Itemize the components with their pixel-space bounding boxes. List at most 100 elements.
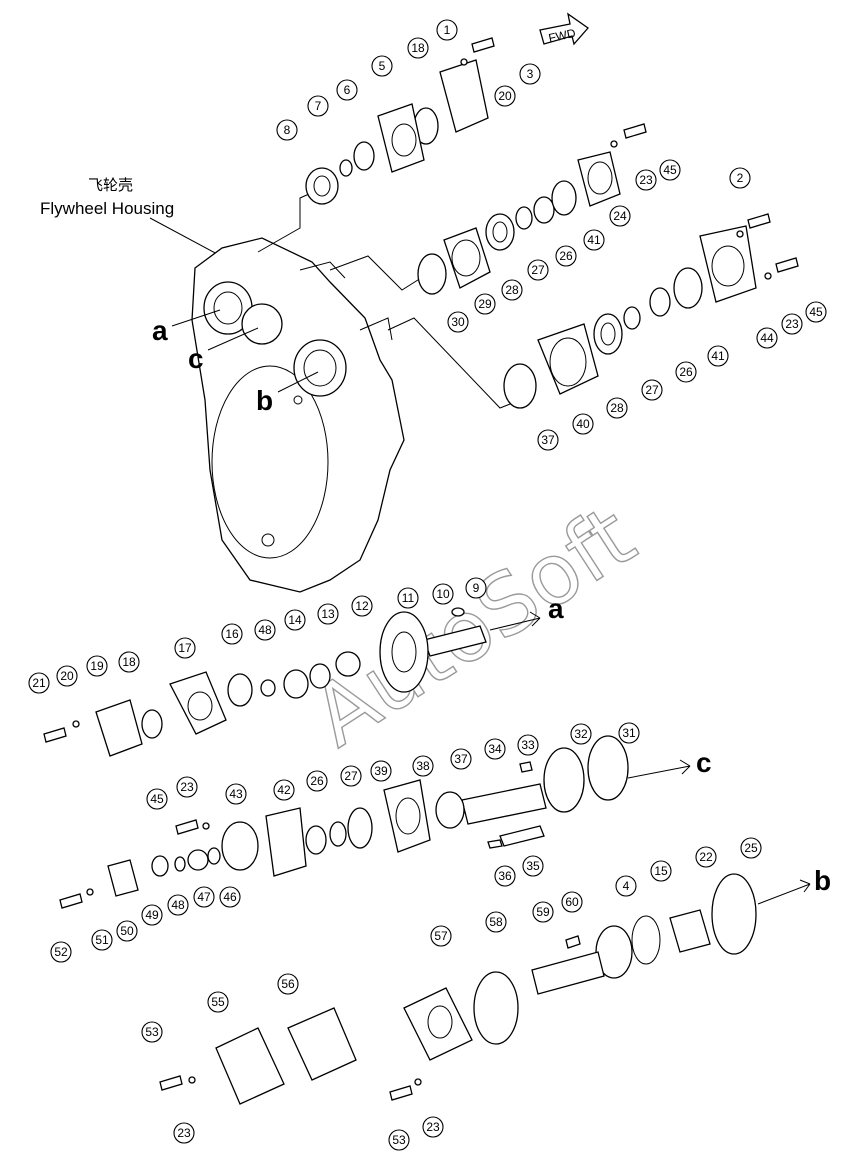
callout-19: 19	[86, 655, 108, 677]
callout-23: 23	[422, 1116, 444, 1138]
callout-26: 26	[306, 770, 328, 792]
callout-5: 5	[371, 55, 393, 77]
callout-45: 45	[146, 788, 168, 810]
callout-label: 5	[379, 59, 386, 73]
callout-20: 20	[494, 85, 516, 107]
callout-44: 44	[756, 327, 778, 349]
callout-7: 7	[307, 95, 329, 117]
callout-52: 52	[50, 941, 72, 963]
callout-label: 57	[434, 929, 448, 943]
shaft-b-group	[389, 873, 757, 1101]
callout-51: 51	[91, 929, 113, 951]
callout-label: 53	[392, 1133, 406, 1147]
callout-34: 34	[484, 738, 506, 760]
callout-label: 41	[711, 349, 725, 363]
callout-55: 55	[207, 991, 229, 1013]
callout-57: 57	[430, 925, 452, 947]
callout-label: 49	[145, 908, 159, 922]
callout-21: 21	[28, 672, 50, 694]
callout-31: 31	[618, 722, 640, 744]
housing-label-cn: 飞轮壳	[88, 176, 133, 194]
callout-layer: 1183205678234522441262728293041262728403…	[28, 19, 827, 1151]
callout-label: 12	[355, 599, 369, 613]
callout-28: 28	[606, 397, 628, 419]
callout-label: 23	[639, 173, 653, 187]
callout-label: 29	[478, 297, 492, 311]
callout-label: 36	[498, 869, 512, 883]
upper-right-group	[417, 123, 647, 295]
callout-40: 40	[572, 413, 594, 435]
callout-53: 53	[141, 1021, 163, 1043]
callout-6: 6	[336, 79, 358, 101]
middle-right-group	[503, 213, 799, 409]
callout-8: 8	[276, 119, 298, 141]
callout-label: 21	[32, 676, 46, 690]
callout-label: 23	[177, 1126, 191, 1140]
callout-label: 22	[699, 850, 713, 864]
callout-label: 27	[344, 769, 358, 783]
callout-label: 23	[180, 780, 194, 794]
shaft-c-group	[59, 735, 629, 909]
callout-label: 7	[315, 99, 322, 113]
callout-label: 27	[645, 383, 659, 397]
callout-59: 59	[532, 901, 554, 923]
callout-label: 30	[451, 315, 465, 329]
callout-label: 39	[374, 764, 388, 778]
callout-10: 10	[432, 583, 454, 605]
callout-label: 45	[809, 305, 823, 319]
callout-16: 16	[221, 623, 243, 645]
callout-label: 23	[426, 1120, 440, 1134]
callout-4: 4	[615, 875, 637, 897]
callout-29: 29	[474, 293, 496, 315]
callout-label: 40	[576, 417, 590, 431]
callout-9: 9	[465, 577, 487, 599]
callout-label: 4	[623, 879, 630, 893]
callout-56: 56	[277, 973, 299, 995]
callout-23: 23	[781, 313, 803, 335]
callout-label: 18	[122, 655, 136, 669]
callout-35: 35	[522, 855, 544, 877]
callout-25: 25	[740, 837, 762, 859]
gasket-group	[159, 1007, 357, 1105]
callout-1: 1	[436, 19, 458, 41]
callout-label: 24	[613, 209, 627, 223]
callout-label: 34	[488, 742, 502, 756]
callout-37: 37	[537, 429, 559, 451]
callout-label: 25	[744, 841, 758, 855]
callout-label: 20	[60, 669, 74, 683]
callout-label: 50	[120, 924, 134, 938]
callout-39: 39	[370, 760, 392, 782]
callout-label: 17	[178, 641, 192, 655]
callout-27: 27	[340, 765, 362, 787]
callout-label: 3	[527, 67, 534, 81]
callout-24: 24	[609, 205, 631, 227]
callout-42: 42	[273, 779, 295, 801]
callout-37: 37	[450, 748, 472, 770]
callout-label: 19	[90, 659, 104, 673]
callout-label: 9	[473, 581, 480, 595]
port-letter-c: c	[188, 343, 204, 374]
callout-label: 42	[277, 783, 291, 797]
port-letter-a: a	[152, 315, 168, 346]
port-letter-b: b	[256, 385, 273, 416]
callout-label: 28	[610, 401, 624, 415]
callout-label: 26	[310, 774, 324, 788]
callout-48: 48	[167, 894, 189, 916]
callout-43: 43	[225, 783, 247, 805]
callout-label: 35	[526, 859, 540, 873]
callout-label: 52	[54, 945, 68, 959]
callout-label: 33	[521, 738, 535, 752]
callout-label: 6	[344, 83, 351, 97]
callout-47: 47	[193, 886, 215, 908]
callout-label: 20	[498, 89, 512, 103]
callout-30: 30	[447, 311, 469, 333]
callout-18: 18	[118, 651, 140, 673]
callout-label: 37	[454, 752, 468, 766]
callout-22: 22	[695, 846, 717, 868]
callout-label: 8	[284, 123, 291, 137]
callout-label: 26	[559, 249, 573, 263]
callout-18: 18	[407, 37, 429, 59]
callout-label: 59	[536, 905, 550, 919]
